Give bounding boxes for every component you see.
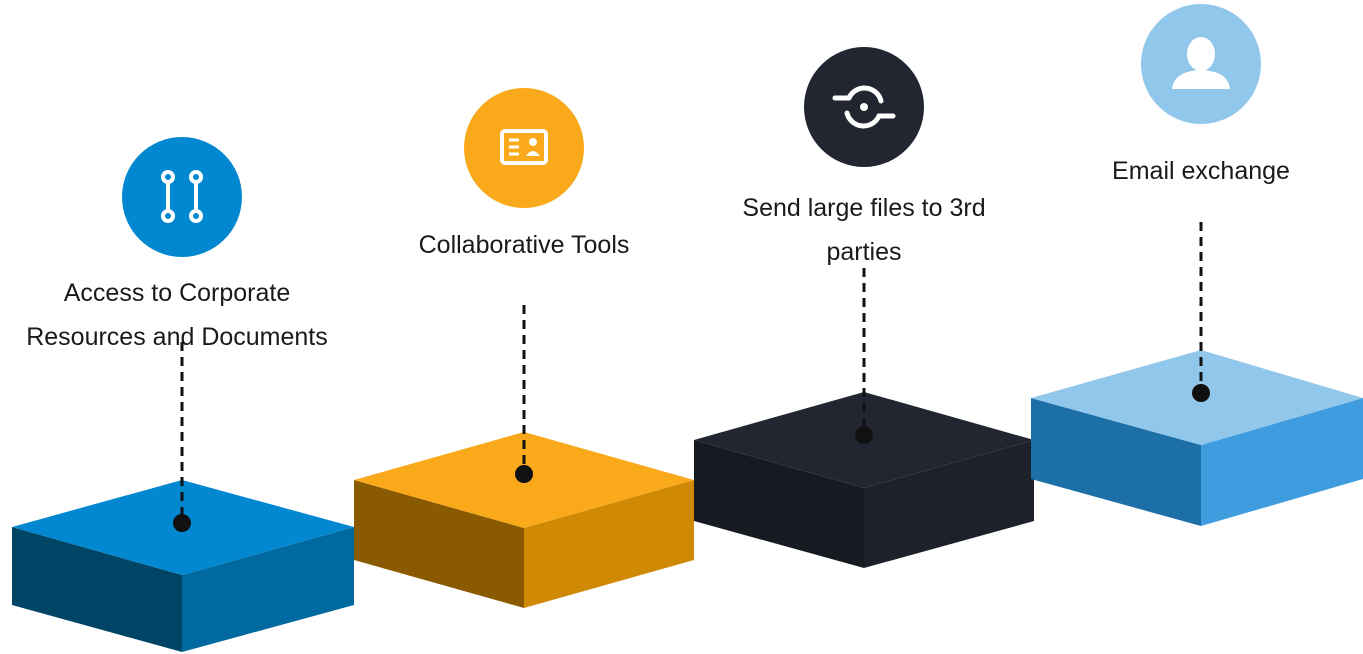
- icon-circle: [464, 88, 584, 208]
- label-line: Resources and Documents: [26, 323, 328, 351]
- block-left-face: [354, 480, 524, 608]
- contact-card-icon: [500, 129, 548, 165]
- connector-dot: [1192, 384, 1210, 402]
- block-right-face: [524, 480, 694, 608]
- label-line: Collaborative Tools: [418, 231, 630, 259]
- block-left-face: [694, 440, 864, 568]
- step-label-collaborative-tools: Collaborative Tools: [384, 223, 664, 267]
- label-line: parties: [826, 238, 902, 266]
- step-label-corporate-access: Access to Corporate Resources and Docume…: [2, 271, 352, 359]
- step-corporate-access: [12, 137, 354, 652]
- icon-circle: [122, 137, 242, 257]
- sync-icon: [832, 85, 896, 129]
- step-send-large-files: [694, 47, 1034, 568]
- block-right-face: [1201, 398, 1363, 526]
- step-label-send-large-files: Send large files to 3rd parties: [714, 186, 1014, 274]
- connector-dot: [515, 465, 533, 483]
- block-left-face: [1031, 398, 1201, 526]
- path-connection-icon: [161, 170, 203, 223]
- connector-dot: [855, 426, 873, 444]
- step-collaborative-tools: [354, 88, 694, 608]
- label-line: Access to Corporate: [63, 279, 291, 307]
- user-icon: [1172, 37, 1230, 89]
- connector-dot: [173, 514, 191, 532]
- step-label-email-exchange: Email exchange: [1081, 149, 1321, 193]
- label-line: Email exchange: [1112, 157, 1290, 185]
- step-email-exchange: [1031, 4, 1363, 526]
- block-right-face: [864, 440, 1034, 568]
- label-line: Send large files to 3rd: [742, 194, 986, 222]
- block-right-face: [182, 527, 354, 652]
- block-left-face: [12, 527, 182, 652]
